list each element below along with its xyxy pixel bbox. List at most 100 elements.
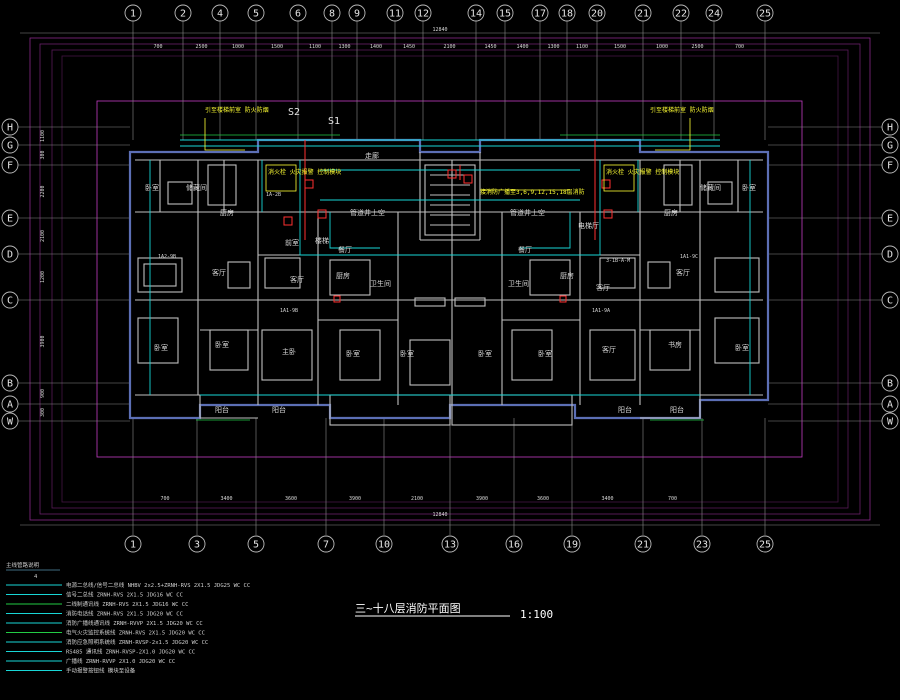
dim-bottom: 3400 [601,496,613,502]
axis-bottom-21: 21 [634,535,652,553]
legend-text: 消防电话线 ZRNH-RVS 2X1.5 JDG20 WC CC [66,610,183,618]
axis-bottom-23: 23 [693,535,711,553]
room-bedroom-c4: 卧室 [538,349,552,358]
svg-text:E: E [7,214,13,225]
dim-left: 300 [40,150,46,159]
legend-row-l3: 二线制通讯线 ZRNH-RVS 2X1.5 JDG16 WC CC [6,600,188,608]
note-box-right: 消火栓 火灾报警 控制模块 [606,168,679,176]
legend-text: 二线制通讯线 ZRNH-RVS 2X1.5 JDG16 WC CC [66,600,188,608]
room-storage-ne: 储藏间 [700,183,721,192]
axis-top-8: 8 [323,4,341,22]
grid-lines-vertical [132,20,766,535]
svg-text:F: F [887,161,893,172]
axis-top-1: 1 [124,4,142,22]
note-left: 引至楼梯前室 防火防烟 [205,106,269,114]
room-balcony-e2: 阳台 [670,405,684,414]
axis-bottom-16: 16 [505,535,523,553]
note-center: 接消防广播至3,6,9,12,15,18层消防 [480,188,585,196]
room-living-w2: 客厅 [290,275,304,284]
svg-text:16: 16 [508,540,520,551]
tag-2: 1A1-9A [592,308,610,314]
svg-text:21: 21 [637,9,649,20]
svg-text:10: 10 [378,540,390,551]
axis-top-24: 24 [705,4,723,22]
svg-text:21: 21 [637,540,649,551]
room-storage-nw: 储藏间 [186,183,207,192]
dim-top: 1500 [614,44,626,50]
svg-text:24: 24 [708,9,720,20]
axis-right-B: B [881,374,899,392]
svg-text:5: 5 [253,540,259,551]
device-tags: 1A2-9B 1A1-9B 1A1-9A 1A1-9C 3-1B-A-M 1A-… [158,192,698,314]
room-kitchen-w: 厨房 [220,208,234,217]
legend-text: 电源二总线/信号二总线 NHBV 2x2.5+ZRNH-RVS 2X1.5 JD… [66,581,250,589]
svg-text:6: 6 [295,9,301,20]
svg-text:8: 8 [329,9,335,20]
axis-top-17: 17 [531,4,549,22]
fire-devices [283,169,613,303]
svg-text:B: B [7,379,13,390]
svg-text:20: 20 [591,9,603,20]
axis-top-12: 12 [414,4,432,22]
axis-top-5: 5 [247,4,265,22]
overall-dimension-top: 12840 [432,27,447,33]
axis-right-H: H [881,118,899,136]
axis-left-C: C [1,291,19,309]
notes: 引至楼梯前室 防火防烟 引至楼梯前室 防火防烟 接消防广播至3,6,9,12,1… [205,106,714,196]
room-master-w: 主卧 [282,347,296,356]
note-box-left: 消火栓 火灾报警 控制模块 [268,168,341,176]
axis-top-25: 25 [756,4,774,22]
dim-top: 1300 [338,44,350,50]
room-living-e: 客厅 [602,345,616,354]
axis-top-21: 21 [634,4,652,22]
svg-text:3: 3 [194,540,200,551]
svg-text:23: 23 [696,540,708,551]
room-master-e: 书房 [668,340,682,349]
legend-text: 手动报警按钮线 模块至设备 [66,667,136,675]
svg-text:B: B [887,379,893,390]
legend-text: 信号二总线 ZRNH-RVS 2X1.5 JDG16 WC CC [66,591,183,599]
svg-text:D: D [887,250,893,261]
axis-left-A: A [1,395,19,413]
room-bedroom-c3: 卧室 [478,349,492,358]
note-right: 引至楼梯前室 防火防烟 [650,106,714,114]
dim-top: 1000 [656,44,668,50]
drawing-scale: 1:100 [520,608,553,621]
room-bedroom-c2: 卧室 [400,349,414,358]
svg-text:19: 19 [566,540,578,551]
room-shaft-l: 管道井上空 [350,208,385,217]
dim-top: 1400 [516,44,528,50]
furniture [137,164,760,386]
dim-top: 1100 [576,44,588,50]
legend: 电源二总线/信号二总线 NHBV 2x2.5+ZRNH-RVS 2X1.5 JD… [6,581,250,675]
room-living-e3: 客厅 [676,268,690,277]
dim-bottom: 700 [668,496,677,502]
svg-text:17: 17 [534,9,546,20]
room-living-e2: 客厅 [596,283,610,292]
room-bedroom-c1: 卧室 [346,349,360,358]
dim-top: 1100 [309,44,321,50]
dim-top: 1400 [370,44,382,50]
dim-bottom: 2100 [411,496,423,502]
legend-row-l4: 消防电话线 ZRNH-RVS 2X1.5 JDG20 WC CC [6,610,183,618]
svg-text:5: 5 [253,9,259,20]
dim-top: 2500 [691,44,703,50]
svg-text:11: 11 [389,9,401,20]
dim-top: 2100 [443,44,455,50]
dim-top: 1000 [232,44,244,50]
dim-bottom: 3400 [220,496,232,502]
room-balcony-w2: 阳台 [272,405,286,414]
svg-text:7: 7 [323,540,329,551]
axis-bottom-25: 25 [756,535,774,553]
axis-right-D: D [881,245,899,263]
svg-text:2: 2 [180,9,186,20]
axis-right-C: C [881,291,899,309]
room-bedroom-w: 卧室 [154,343,168,352]
